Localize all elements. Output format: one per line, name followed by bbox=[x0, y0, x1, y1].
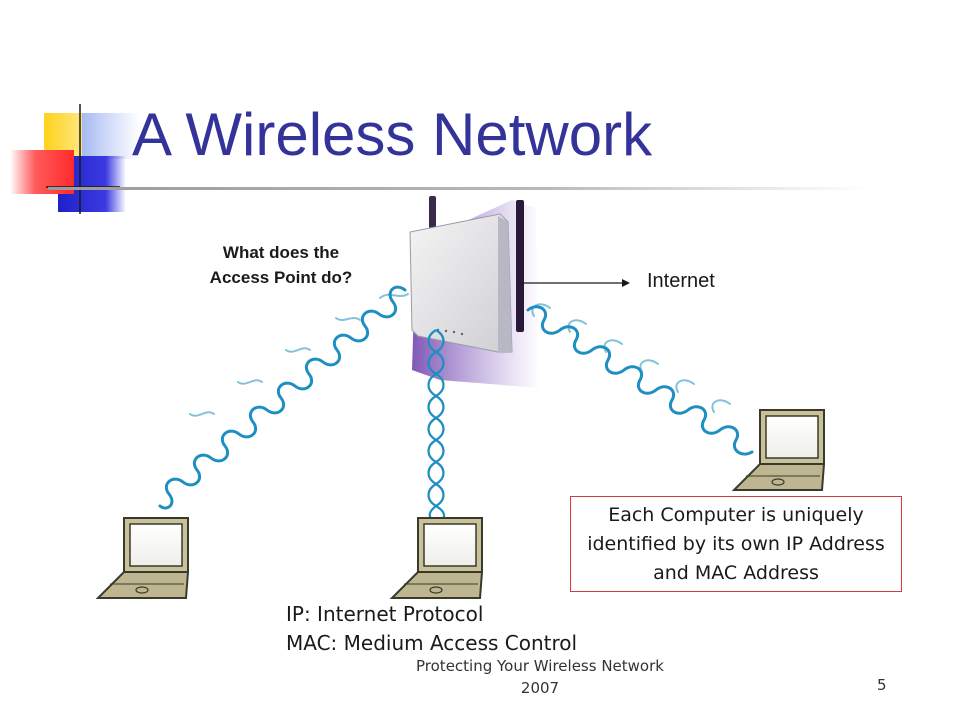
laptop-icon bbox=[733, 409, 825, 491]
slide-title: A Wireless Network bbox=[132, 101, 653, 168]
wireless-signal-icon bbox=[427, 329, 446, 522]
access-point-icon bbox=[409, 196, 540, 388]
info-callout-text: Each Computer is uniquely identified by … bbox=[587, 503, 885, 584]
slide-footer: Protecting Your Wireless Network 2007 bbox=[330, 655, 750, 699]
info-callout-box: Each Computer is uniquely identified by … bbox=[570, 496, 902, 592]
abbreviation-list: IP: Internet Protocol MAC: Medium Access… bbox=[286, 600, 577, 658]
page-number: 5 bbox=[877, 676, 887, 694]
laptop-icon bbox=[97, 517, 189, 599]
title-divider bbox=[48, 187, 868, 190]
question-line: What does the bbox=[222, 243, 340, 262]
footer-year: 2007 bbox=[520, 679, 560, 697]
wireless-signal-icon bbox=[158, 285, 409, 510]
wireless-signal-icon bbox=[526, 303, 754, 456]
abbreviation-item: MAC: Medium Access Control bbox=[286, 631, 578, 655]
arrow-icon bbox=[520, 279, 630, 287]
question-line: Access Point do? bbox=[209, 268, 353, 287]
footer-title: Protecting Your Wireless Network bbox=[416, 657, 664, 675]
internet-label: Internet bbox=[647, 270, 715, 292]
access-point-question: What does the Access Point do? bbox=[168, 240, 394, 290]
laptop-icon bbox=[391, 517, 483, 599]
abbreviation-item: IP: Internet Protocol bbox=[286, 602, 484, 626]
